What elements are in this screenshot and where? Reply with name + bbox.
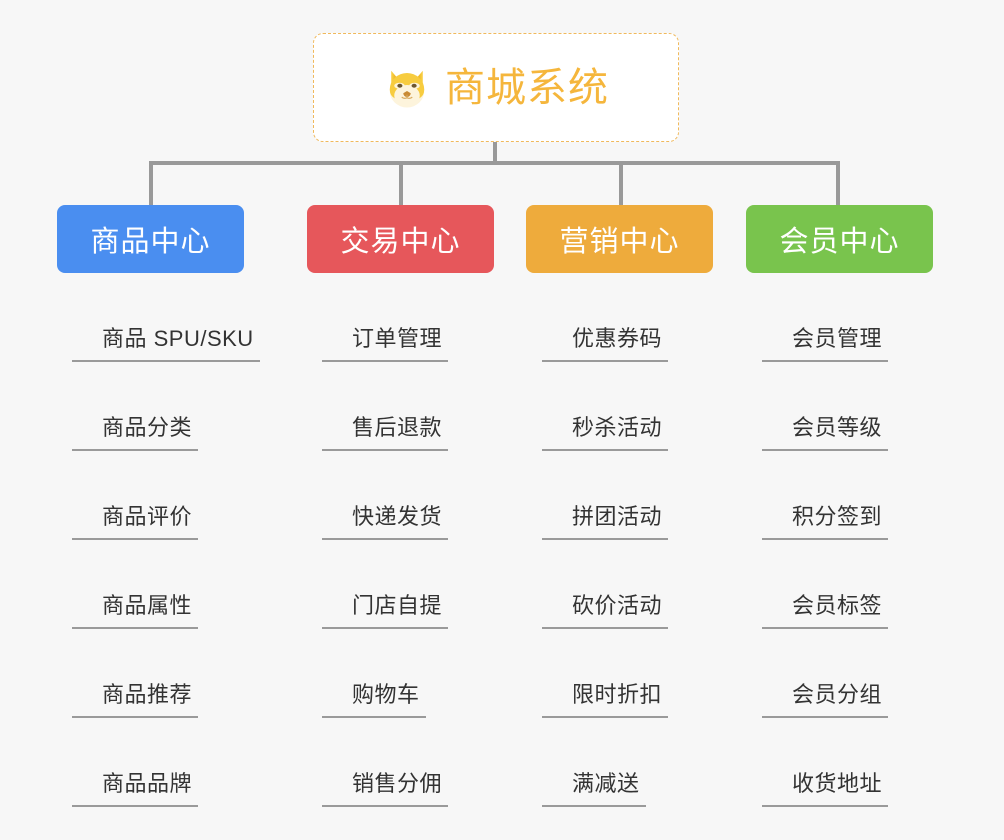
leaf-underline [542, 627, 668, 629]
leaf-underline [762, 716, 888, 718]
leaf-underline [72, 805, 198, 807]
root-node[interactable]: 商城系统 [313, 33, 679, 142]
leaf-label: 拼团活动 [572, 504, 663, 529]
leaf-underline [72, 360, 260, 362]
leaf-label: 会员标签 [792, 593, 883, 618]
leaf-label: 会员分组 [792, 682, 883, 707]
leaf-label: 会员等级 [792, 415, 883, 440]
leaf-underline [322, 805, 448, 807]
category-title-1: 商品中心 [90, 226, 211, 258]
leaf-label: 购物车 [352, 682, 420, 707]
category-box-3[interactable]: 营销中心 [526, 205, 713, 273]
category-title-2: 交易中心 [340, 226, 461, 258]
leaf-label: 满减送 [572, 771, 640, 796]
leaf-underline [542, 538, 668, 540]
leaf-underline [542, 805, 646, 807]
leaf-underline [322, 538, 448, 540]
category-box-2[interactable]: 交易中心 [307, 205, 494, 273]
leaf-underline [72, 449, 198, 451]
leaf-underline [72, 538, 198, 540]
shiba-dog-icon [383, 64, 431, 112]
leaf-underline [762, 538, 888, 540]
connector-drop-4 [836, 161, 840, 207]
leaf-label: 售后退款 [352, 415, 443, 440]
connector-drop-2 [399, 161, 403, 207]
leaf-label: 限时折扣 [572, 682, 663, 707]
leaf-underline [762, 449, 888, 451]
leaf-label: 砍价活动 [572, 593, 663, 618]
connector-root-stem [493, 142, 497, 164]
connector-drop-1 [149, 161, 153, 207]
leaf-label: 收货地址 [792, 771, 883, 796]
leaf-underline [322, 716, 426, 718]
leaf-label: 商品属性 [102, 593, 193, 618]
leaf-label: 商品评价 [102, 504, 193, 529]
leaf-underline [72, 627, 198, 629]
leaf-label: 商品分类 [102, 415, 193, 440]
leaf-underline [762, 805, 888, 807]
leaf-label: 商品 SPU/SKU [102, 326, 254, 351]
leaf-underline [322, 449, 448, 451]
leaf-underline [322, 627, 448, 629]
leaf-label: 会员管理 [792, 326, 883, 351]
category-title-3: 营销中心 [559, 226, 680, 258]
connector-drop-3 [619, 161, 623, 207]
leaf-label: 商品推荐 [102, 682, 193, 707]
category-title-4: 会员中心 [779, 226, 900, 258]
leaf-label: 快递发货 [352, 504, 443, 529]
leaf-underline [322, 360, 448, 362]
leaf-underline [762, 360, 888, 362]
connector-horizontal-bus [149, 161, 838, 165]
leaf-underline [542, 449, 668, 451]
leaf-underline [542, 360, 668, 362]
leaf-label: 销售分佣 [352, 771, 443, 796]
category-box-1[interactable]: 商品中心 [57, 205, 244, 273]
leaf-label: 门店自提 [352, 593, 443, 618]
leaf-label: 秒杀活动 [572, 415, 663, 440]
leaf-label: 订单管理 [352, 326, 443, 351]
leaf-underline [542, 716, 668, 718]
root-title: 商城系统 [445, 65, 609, 110]
leaf-label: 商品品牌 [102, 771, 193, 796]
category-box-4[interactable]: 会员中心 [746, 205, 933, 273]
leaf-label: 优惠券码 [572, 326, 663, 351]
leaf-label: 积分签到 [792, 504, 883, 529]
leaf-underline [72, 716, 198, 718]
leaf-underline [762, 627, 888, 629]
